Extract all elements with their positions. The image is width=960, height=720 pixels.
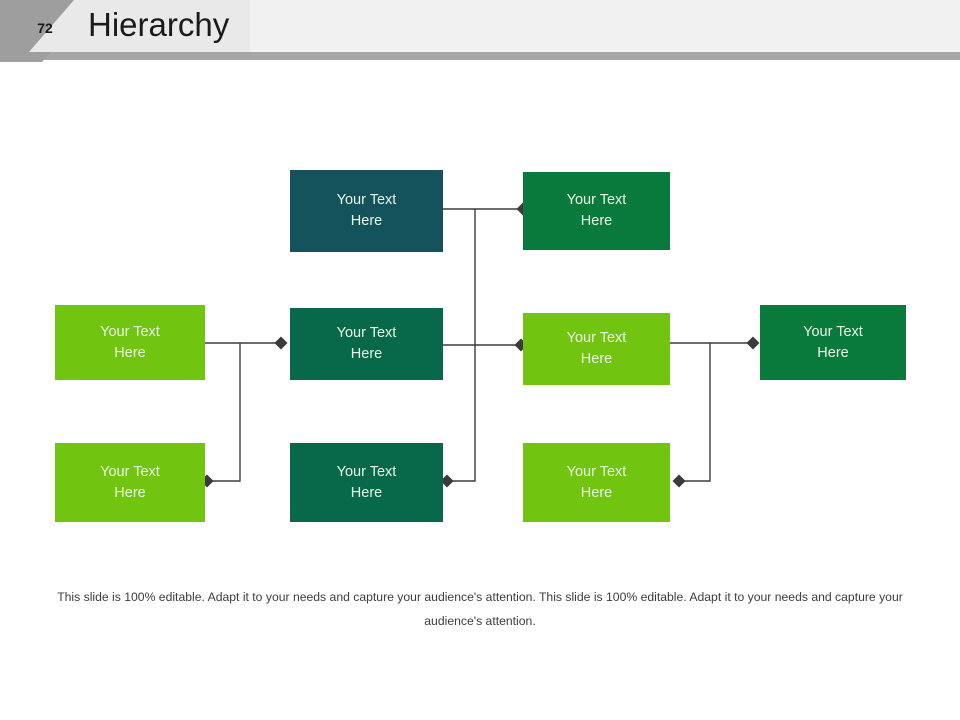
slide-number: 72 (37, 20, 53, 36)
node-label-line2: Here (817, 344, 849, 361)
node-label-line2: Here (350, 213, 383, 229)
connector-right-trunk (679, 343, 711, 482)
connector-diamond-m-r3c2 (440, 474, 454, 488)
connector-diamond-m-r2c2 (274, 336, 288, 350)
node-label-line1: Your Text (566, 330, 627, 347)
page-title: Hierarchy (88, 6, 230, 43)
node-label-line2: Here (580, 484, 613, 501)
node-label-line1: Your Text (336, 463, 397, 480)
node-label-line1: Your Text (100, 463, 160, 480)
connector-center-trunk (447, 209, 476, 482)
connector-diamond-m-r3c3 (672, 474, 686, 488)
node-label-line1: Your Text (803, 323, 863, 340)
node-label-line2: Here (350, 484, 383, 501)
node-label-line1: Your Text (336, 192, 397, 209)
node-label-line2: Here (114, 484, 146, 501)
connector-left-trunk (207, 343, 241, 482)
connector-diamond-m-r2c4 (746, 336, 760, 350)
header-rule (0, 52, 960, 60)
node-label-line1: Your Text (100, 323, 160, 340)
node-label-line2: Here (114, 344, 146, 361)
node-label-line1: Your Text (566, 463, 627, 480)
node-label-line2: Here (580, 351, 613, 367)
node-label-line1: Your Text (566, 192, 627, 209)
node-label-line2: Here (580, 213, 613, 229)
node-label-line2: Here (350, 346, 383, 362)
slide-header: 72 Hierarchy (0, 0, 960, 62)
node-label-line1: Your Text (336, 325, 397, 342)
footer-note: This slide is 100% editable. Adapt it to… (57, 590, 903, 629)
